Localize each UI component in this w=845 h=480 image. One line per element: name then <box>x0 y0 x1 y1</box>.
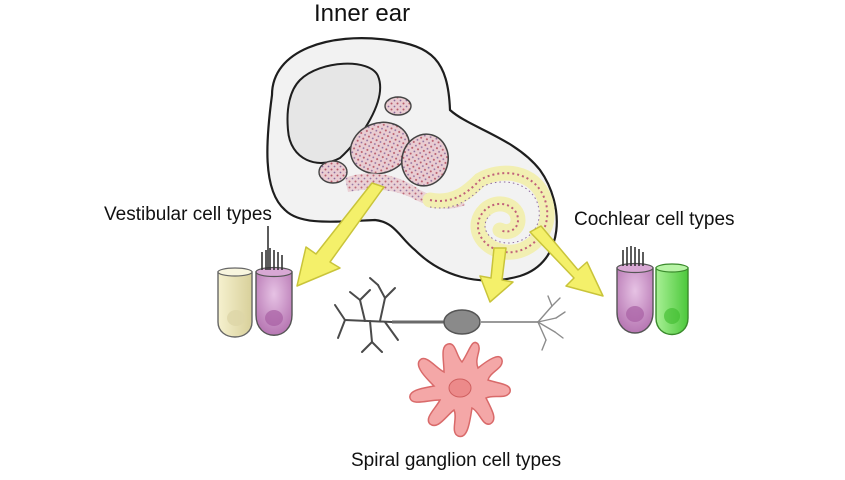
arrow-to-cochlear <box>529 225 604 297</box>
ampulla-patch-top <box>384 96 412 116</box>
title-inner-ear: Inner ear <box>314 0 411 27</box>
cochlear-duct-dots <box>429 172 549 254</box>
label-spiral-ganglion-cell-types: Spiral ganglion cell types <box>351 450 562 471</box>
label-cochlear-cell-types: Cochlear cell types <box>574 209 735 230</box>
vestibular-hair-cell <box>255 271 293 336</box>
arrow-to-vestibular <box>296 182 385 287</box>
arrow-to-spiral <box>479 247 514 303</box>
cochlear-stereocilia <box>622 246 644 266</box>
ampulla-patch-left <box>318 160 348 184</box>
cochlear-duct-inner-edge <box>429 181 540 244</box>
cochlear-cells <box>616 246 689 335</box>
macula-patch <box>401 133 449 187</box>
cochlear-supporting-cell <box>655 267 689 335</box>
vestibular-stereocilia <box>261 226 283 270</box>
vestibular-supporting-cell <box>217 271 253 338</box>
saccule-patch <box>349 121 411 175</box>
cochlear-hair-cell <box>616 267 654 334</box>
vestibular-cells <box>217 226 293 338</box>
label-vestibular-cell-types: Vestibular cell types <box>104 204 272 225</box>
spiral-ganglion-neuron <box>334 277 566 353</box>
neuron-soma <box>443 309 481 335</box>
glia-nucleus <box>448 378 472 398</box>
